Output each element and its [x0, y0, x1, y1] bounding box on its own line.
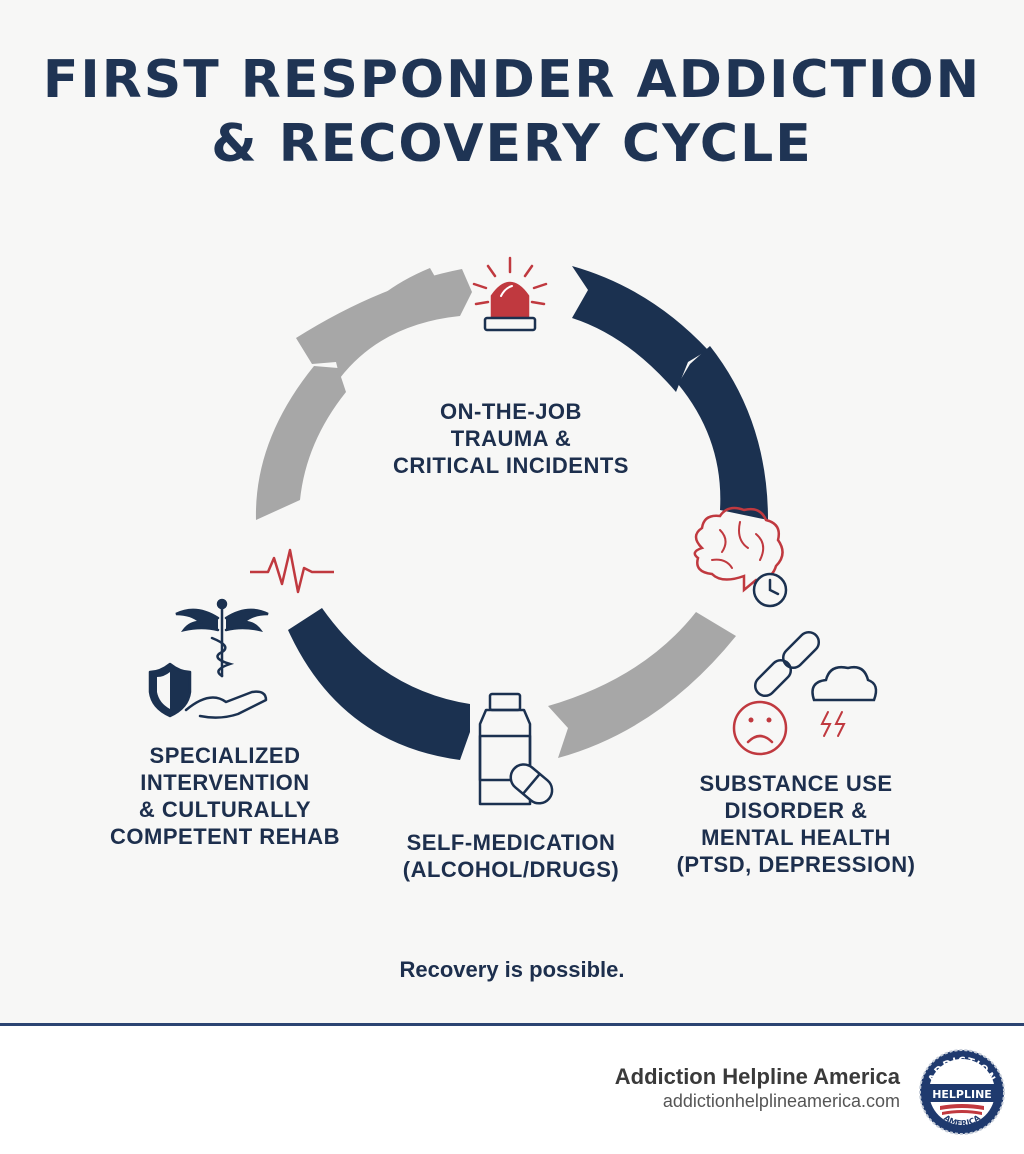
- shield-hand-icon: [148, 662, 268, 719]
- helpline-logo-seal: ADDICTION HELPLINE AMERICA: [919, 1049, 1005, 1135]
- stage-intervention-line: & CULTURALLY: [138, 797, 312, 822]
- page-title: FIRST RESPONDER ADDICTION & RECOVERY CYC…: [0, 48, 1024, 176]
- siren-icon: [472, 256, 548, 332]
- stage-intervention-label: SPECIALIZED INTERVENTION & CULTURALLY CO…: [100, 742, 350, 850]
- stage-trauma-line: CRITICAL INCIDENTS: [393, 453, 629, 478]
- tagline: Recovery is possible.: [399, 957, 625, 982]
- stage-trauma-label: ON-THE-JOB TRAUMA & CRITICAL INCIDENTS: [386, 398, 636, 479]
- footer-brand: Addiction Helpline America addictionhelp…: [615, 1064, 900, 1112]
- stage-disorder-line: DISORDER &: [724, 798, 868, 823]
- stage-trauma-line: TRAUMA &: [450, 426, 572, 451]
- footer-divider: [0, 1023, 1024, 1026]
- brand-name: Addiction Helpline America: [614, 1064, 900, 1089]
- cycle-diagram: [148, 256, 878, 806]
- cycle-arc-upper-right: [572, 266, 708, 392]
- pill-bottle-icon: [478, 692, 554, 806]
- stage-self-medication-line: SELF-MEDICATION: [406, 830, 616, 855]
- stage-disorder-line: (PTSD, DEPRESSION): [676, 852, 916, 877]
- stage-disorder-line: SUBSTANCE USE: [699, 771, 893, 796]
- stage-intervention-line: COMPETENT REHAB: [110, 824, 340, 849]
- footer: [0, 1026, 1024, 1154]
- heartbeat-icon: [250, 548, 334, 594]
- stage-self-medication-label: SELF-MEDICATION (ALCOHOL/DRUGS): [396, 829, 626, 883]
- stage-disorder-line: MENTAL HEALTH: [701, 825, 891, 850]
- stage-intervention-line: INTERVENTION: [140, 770, 310, 795]
- stage-intervention-line: SPECIALIZED: [149, 743, 301, 768]
- caduceus-icon: [175, 598, 269, 678]
- title-line-1: FIRST RESPONDER ADDICTION: [42, 50, 982, 110]
- cycle-arc-lower-right: [548, 612, 736, 758]
- cycle-arc-lower-left: [288, 608, 470, 760]
- stage-trauma-line: ON-THE-JOB: [440, 399, 582, 424]
- cycle-arc-left: [255, 366, 346, 520]
- chain-cloud-sad-face-icon: [732, 630, 878, 756]
- brand-url[interactable]: addictionhelplineamerica.com: [662, 1091, 900, 1111]
- cycle-arc-upper-left-2: [296, 269, 472, 378]
- stage-disorder-label: SUBSTANCE USE DISORDER & MENTAL HEALTH (…: [676, 770, 916, 878]
- stage-self-medication-line: (ALCOHOL/DRUGS): [402, 857, 620, 882]
- cycle-arc-right: [678, 346, 768, 520]
- logo-text-middle: HELPLINE: [932, 1088, 992, 1101]
- brain-clock-icon: [693, 506, 788, 608]
- title-line-2: & RECOVERY CYCLE: [211, 114, 813, 174]
